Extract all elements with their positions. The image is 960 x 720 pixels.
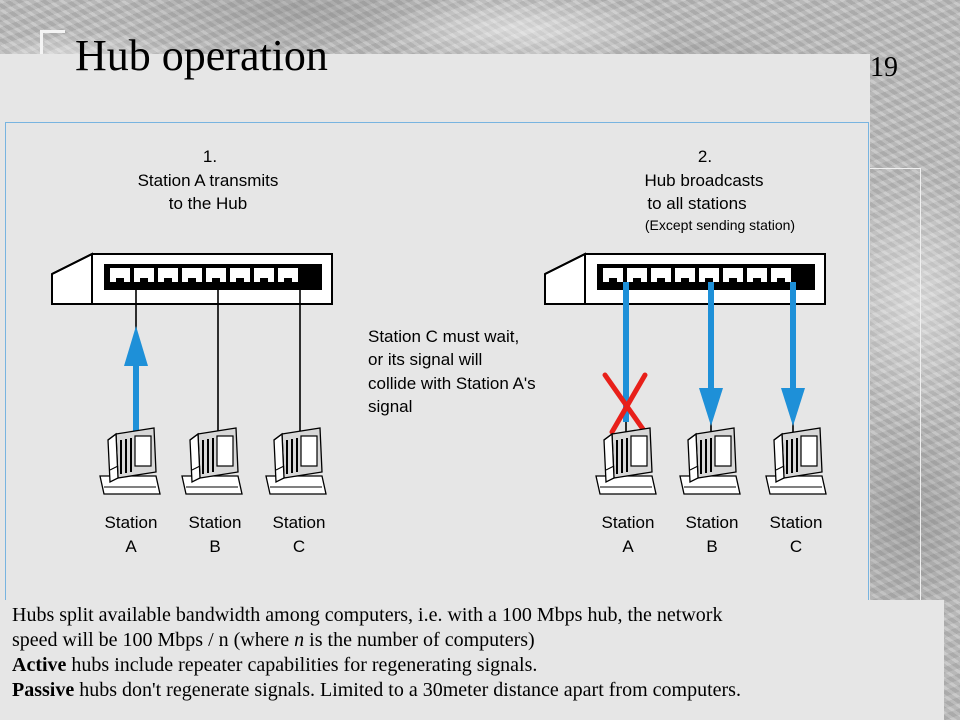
explanation-textbox: Hubs split available bandwidth among com… bbox=[0, 600, 944, 720]
slide-title: Hub operation bbox=[75, 31, 328, 80]
right-step-heading: 2. Hub broadcasts to all stations (Excep… bbox=[644, 147, 795, 233]
hub-right bbox=[544, 253, 826, 305]
svg-text:Station: Station bbox=[602, 513, 655, 532]
station-label-left-c: Station C bbox=[273, 513, 326, 556]
computer-right-b bbox=[679, 427, 741, 495]
paragraph-bandwidth-line1: Hubs split available bandwidth among com… bbox=[12, 604, 723, 626]
svg-text:A: A bbox=[125, 537, 137, 556]
station-label-left-b: Station B bbox=[189, 513, 242, 556]
svg-text:B: B bbox=[209, 537, 220, 556]
paragraph-passive-hubs: Passive hubs don't regenerate signals. L… bbox=[12, 679, 741, 701]
svg-text:to all stations: to all stations bbox=[647, 194, 746, 213]
svg-text:or its signal will: or its signal will bbox=[368, 350, 482, 369]
left-step-heading: 1. Station A transmits to the Hub bbox=[138, 147, 279, 213]
frame-decoration bbox=[870, 168, 921, 601]
svg-text:2.: 2. bbox=[698, 147, 712, 166]
computer-left-b bbox=[181, 427, 243, 495]
arrow-up-transmit bbox=[124, 326, 148, 442]
diagram-border bbox=[5, 122, 869, 603]
station-label-right-a: Station A bbox=[602, 513, 655, 556]
hub-diagram: 1. Station A transmits to the Hub Statio… bbox=[51, 147, 827, 556]
station-label-left-a: Station A bbox=[105, 513, 158, 556]
svg-text:Station: Station bbox=[189, 513, 242, 532]
computer-right-a bbox=[595, 427, 657, 495]
svg-text:signal: signal bbox=[368, 397, 412, 416]
station-label-right-b: Station B bbox=[686, 513, 739, 556]
station-label-right-c: Station C bbox=[770, 513, 823, 556]
svg-text:C: C bbox=[293, 537, 305, 556]
svg-text:Hub broadcasts: Hub broadcasts bbox=[644, 171, 763, 190]
svg-text:Station A transmits: Station A transmits bbox=[138, 171, 279, 190]
hub-left bbox=[51, 253, 333, 305]
computer-left-c bbox=[265, 427, 327, 495]
svg-text:B: B bbox=[706, 537, 717, 556]
svg-text:Station: Station bbox=[770, 513, 823, 532]
svg-text:collide with Station A's: collide with Station A's bbox=[368, 374, 536, 393]
slide-number: 19 bbox=[870, 52, 898, 83]
svg-text:C: C bbox=[790, 537, 802, 556]
computer-right-c bbox=[765, 427, 827, 495]
collision-note: Station C must wait, or its signal will … bbox=[368, 327, 536, 416]
diagram-panel bbox=[0, 54, 870, 600]
svg-text:A: A bbox=[622, 537, 634, 556]
svg-text:Station: Station bbox=[686, 513, 739, 532]
corner-decoration bbox=[40, 30, 65, 55]
arrow-down-a bbox=[623, 282, 629, 422]
arrow-down-c bbox=[781, 282, 805, 426]
svg-text:1.: 1. bbox=[203, 147, 217, 166]
cross-mark-icon bbox=[602, 372, 648, 435]
cables-left bbox=[135, 290, 301, 440]
svg-text:Station: Station bbox=[105, 513, 158, 532]
svg-text:Station C must wait,: Station C must wait, bbox=[368, 327, 519, 346]
svg-text:(Except sending station): (Except sending station) bbox=[645, 217, 795, 233]
svg-text:Station: Station bbox=[273, 513, 326, 532]
arrow-down-b bbox=[699, 282, 723, 426]
computer-left-a bbox=[99, 427, 161, 495]
paragraph-bandwidth-line2: speed will be 100 Mbps / n (where n is t… bbox=[12, 629, 535, 651]
paragraph-active-hubs: Active hubs include repeater capabilitie… bbox=[12, 654, 538, 676]
svg-text:to the Hub: to the Hub bbox=[169, 194, 247, 213]
